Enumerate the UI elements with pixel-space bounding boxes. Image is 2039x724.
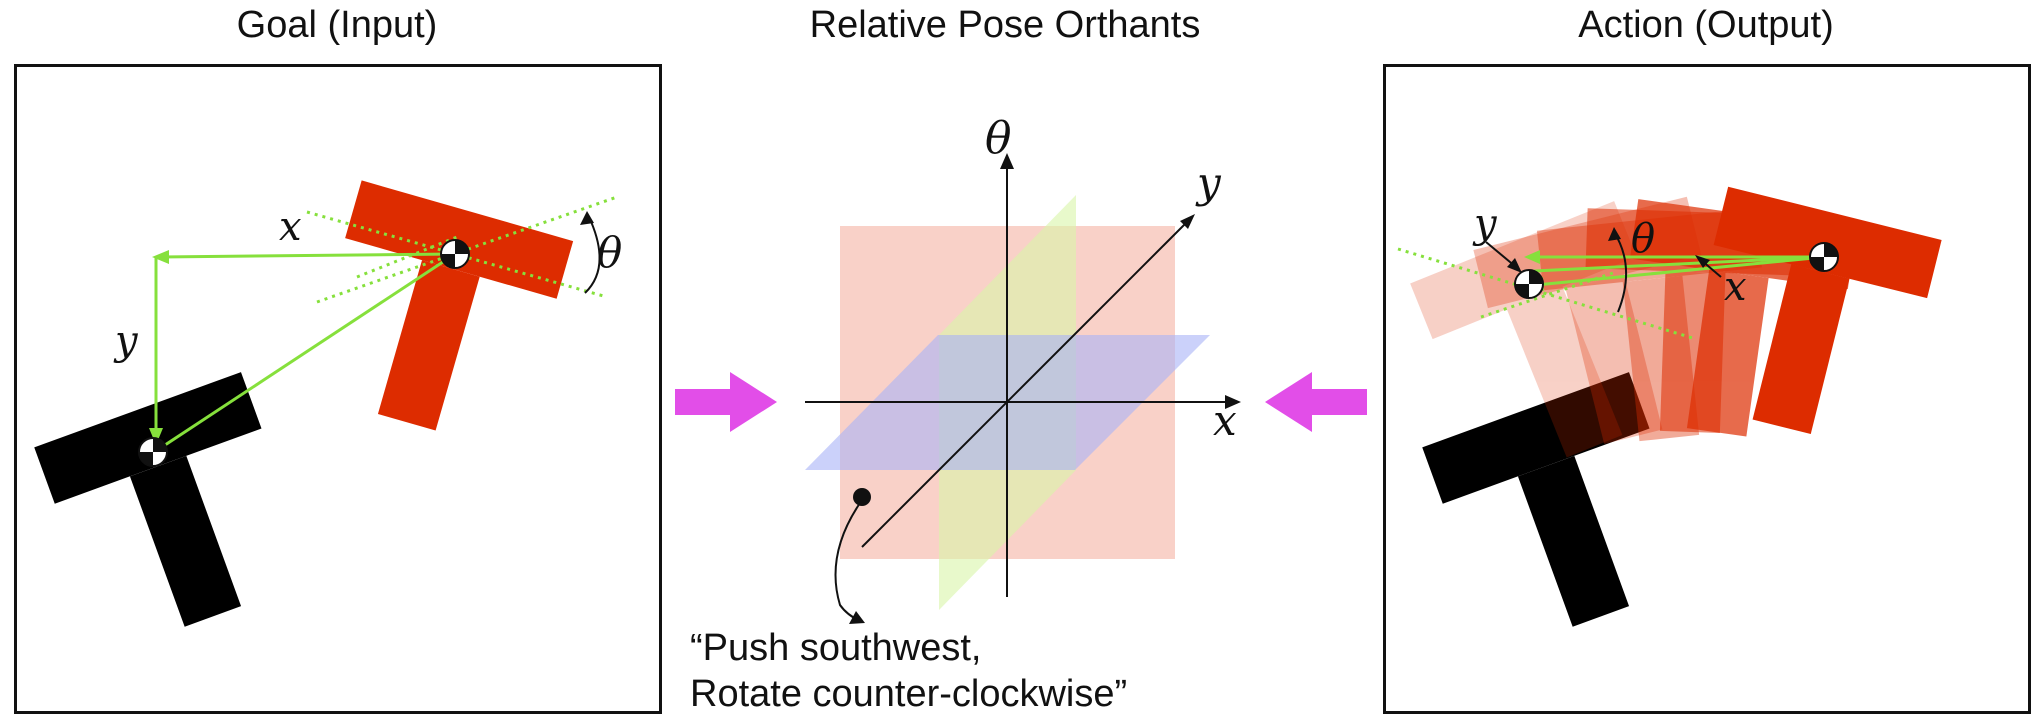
y-label: y — [113, 318, 139, 364]
x-label: x — [1724, 264, 1747, 310]
callout-arrowhead — [849, 611, 865, 624]
relative-pose-arrows — [1531, 255, 1825, 287]
dotted-reference-lines — [306, 195, 618, 304]
action-panel: y θ x — [1383, 64, 2031, 714]
x-axis-label: x — [1213, 396, 1237, 445]
caption-line-1: “Push southwest, — [690, 627, 982, 669]
y-arrowhead — [149, 428, 163, 445]
action-panel-title: Action (Output) — [1578, 4, 1834, 46]
center-of-mass-marker-icon — [1809, 242, 1839, 272]
y-pointer-head — [1507, 258, 1522, 273]
orthant-caption: “Push southwest, Rotate counter-clockwis… — [690, 625, 1127, 717]
caption-line-2: Rotate counter-clockwise” — [690, 673, 1128, 715]
center-of-mass-marker-icon — [138, 437, 168, 467]
goal-panel: x y θ — [14, 64, 662, 714]
x-arrowhead — [152, 250, 169, 264]
theta-label: θ — [597, 228, 622, 277]
center-of-mass-marker-icon — [1514, 269, 1544, 299]
theta-arrowhead — [1608, 227, 1621, 241]
x-label: x — [279, 204, 302, 250]
x-axis-arrowhead — [1225, 395, 1241, 409]
relative-pose-arrows — [154, 252, 456, 449]
orthants-title: Relative Pose Orthants — [809, 4, 1201, 46]
theta-axis-label: θ — [985, 113, 1012, 164]
arrowhead — [1524, 250, 1540, 264]
goal-scene: x y θ — [34, 180, 622, 627]
x-pointer-head — [1695, 255, 1710, 268]
callout-curve — [834, 502, 861, 622]
y-label: y — [1472, 201, 1498, 247]
goal-t-block — [34, 372, 262, 627]
y-axis — [861, 218, 1191, 548]
selected-orthant-point — [853, 488, 871, 506]
right-arrow-icon — [675, 372, 777, 432]
theta-label: θ — [1631, 216, 1655, 262]
orthants-diagram: θ x y — [805, 113, 1241, 624]
action-scene: y θ x — [1397, 186, 1942, 627]
current-t-block — [345, 180, 574, 431]
theta-axis-arrowhead — [1000, 153, 1014, 169]
trajectory-t-ghost — [1410, 201, 1637, 458]
center-of-mass-marker-icon — [440, 239, 470, 269]
goal-panel-title: Goal (Input) — [236, 4, 438, 46]
y-axis-arrowhead — [1180, 214, 1195, 229]
goal-t-block — [1422, 372, 1650, 627]
y-axis-label: y — [1195, 158, 1222, 207]
theta-arrowhead — [580, 211, 594, 225]
theta-arc — [584, 216, 601, 294]
left-arrow-icon — [1265, 372, 1367, 432]
